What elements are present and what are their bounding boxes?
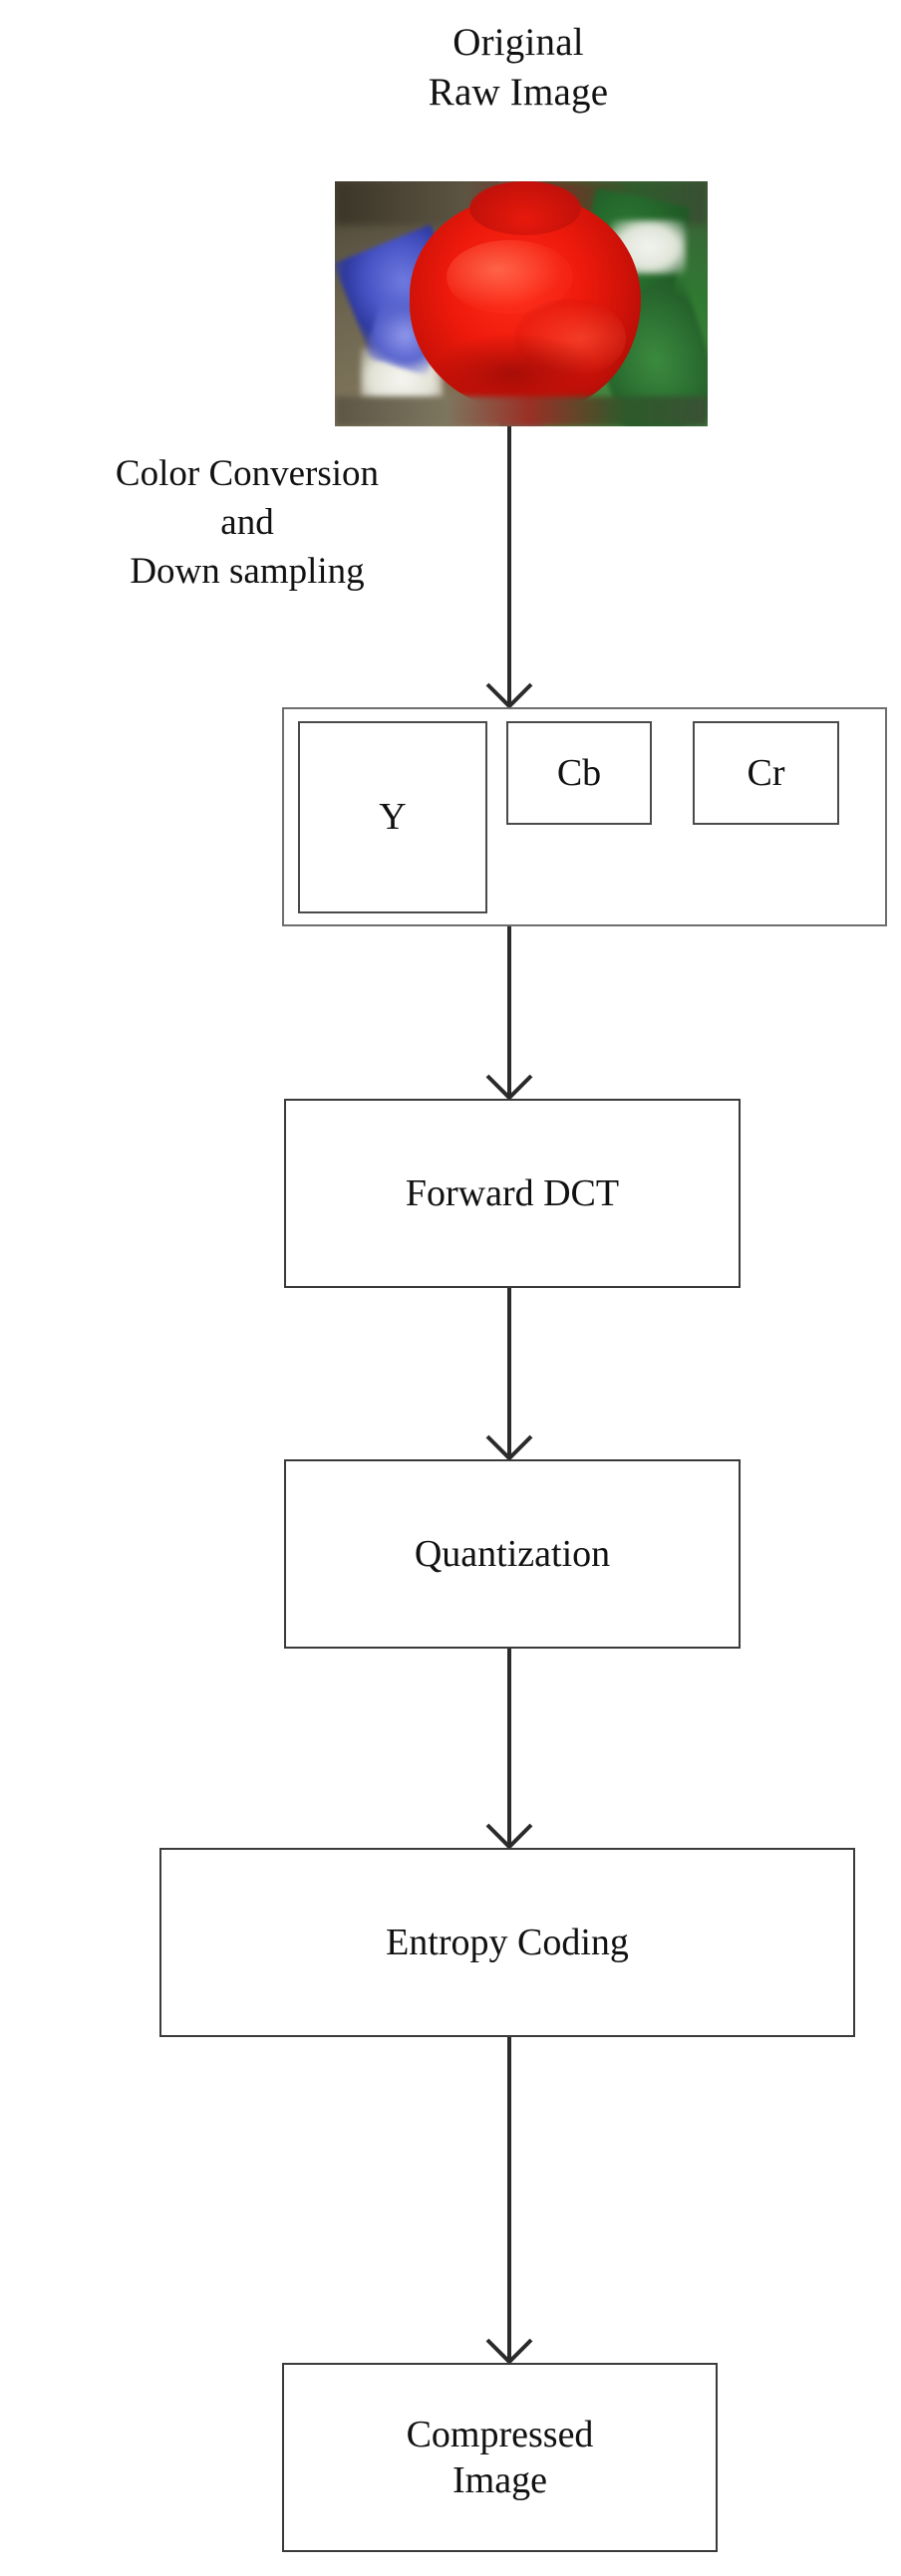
arrow-entropy-to-compressed-head — [485, 2338, 533, 2365]
color-conversion-label-line-3: Down sampling — [130, 550, 365, 592]
arrow-image-to-ycbcr-head — [485, 682, 533, 709]
arrow-quant-to-entropy-head — [485, 1823, 533, 1850]
photo-rose-top-petal — [468, 181, 581, 236]
quantization-box: Quantization — [284, 1459, 741, 1649]
entropy-coding-label: Entropy Coding — [386, 1921, 629, 1963]
forward-dct-label: Forward DCT — [405, 1171, 620, 1214]
arrow-dct-to-quant-head — [485, 1434, 533, 1461]
photo-foreground-bottom — [335, 396, 708, 426]
forward-dct-box: Forward DCT — [284, 1099, 741, 1288]
cb-component-box: Cb — [506, 721, 652, 825]
ycbcr-components-box: Y Cb Cr — [282, 707, 887, 926]
y-component-box: Y — [298, 721, 487, 913]
color-conversion-label: Color Conversion and Down sampling — [8, 450, 486, 596]
color-conversion-label-line-1: Color Conversion — [115, 453, 380, 494]
compressed-image-label-line-1: Compressed — [406, 2413, 594, 2455]
color-conversion-label-line-2: and — [220, 501, 274, 543]
compressed-image-label-line-2: Image — [452, 2459, 547, 2501]
page-title-line-1: Original — [452, 21, 584, 64]
quantization-label: Quantization — [414, 1532, 611, 1575]
arrow-ycbcr-to-dct-head — [485, 1074, 533, 1101]
page-title: Original Raw Image — [329, 18, 708, 118]
y-component-label: Y — [379, 796, 407, 839]
cr-component-box: Cr — [693, 721, 839, 825]
cr-component-label: Cr — [747, 751, 785, 794]
compressed-image-box: Compressed Image — [282, 2363, 718, 2552]
cb-component-label: Cb — [556, 751, 602, 794]
entropy-coding-box: Entropy Coding — [159, 1848, 855, 2037]
rose-photograph — [335, 181, 708, 426]
page-title-line-2: Raw Image — [428, 70, 609, 114]
